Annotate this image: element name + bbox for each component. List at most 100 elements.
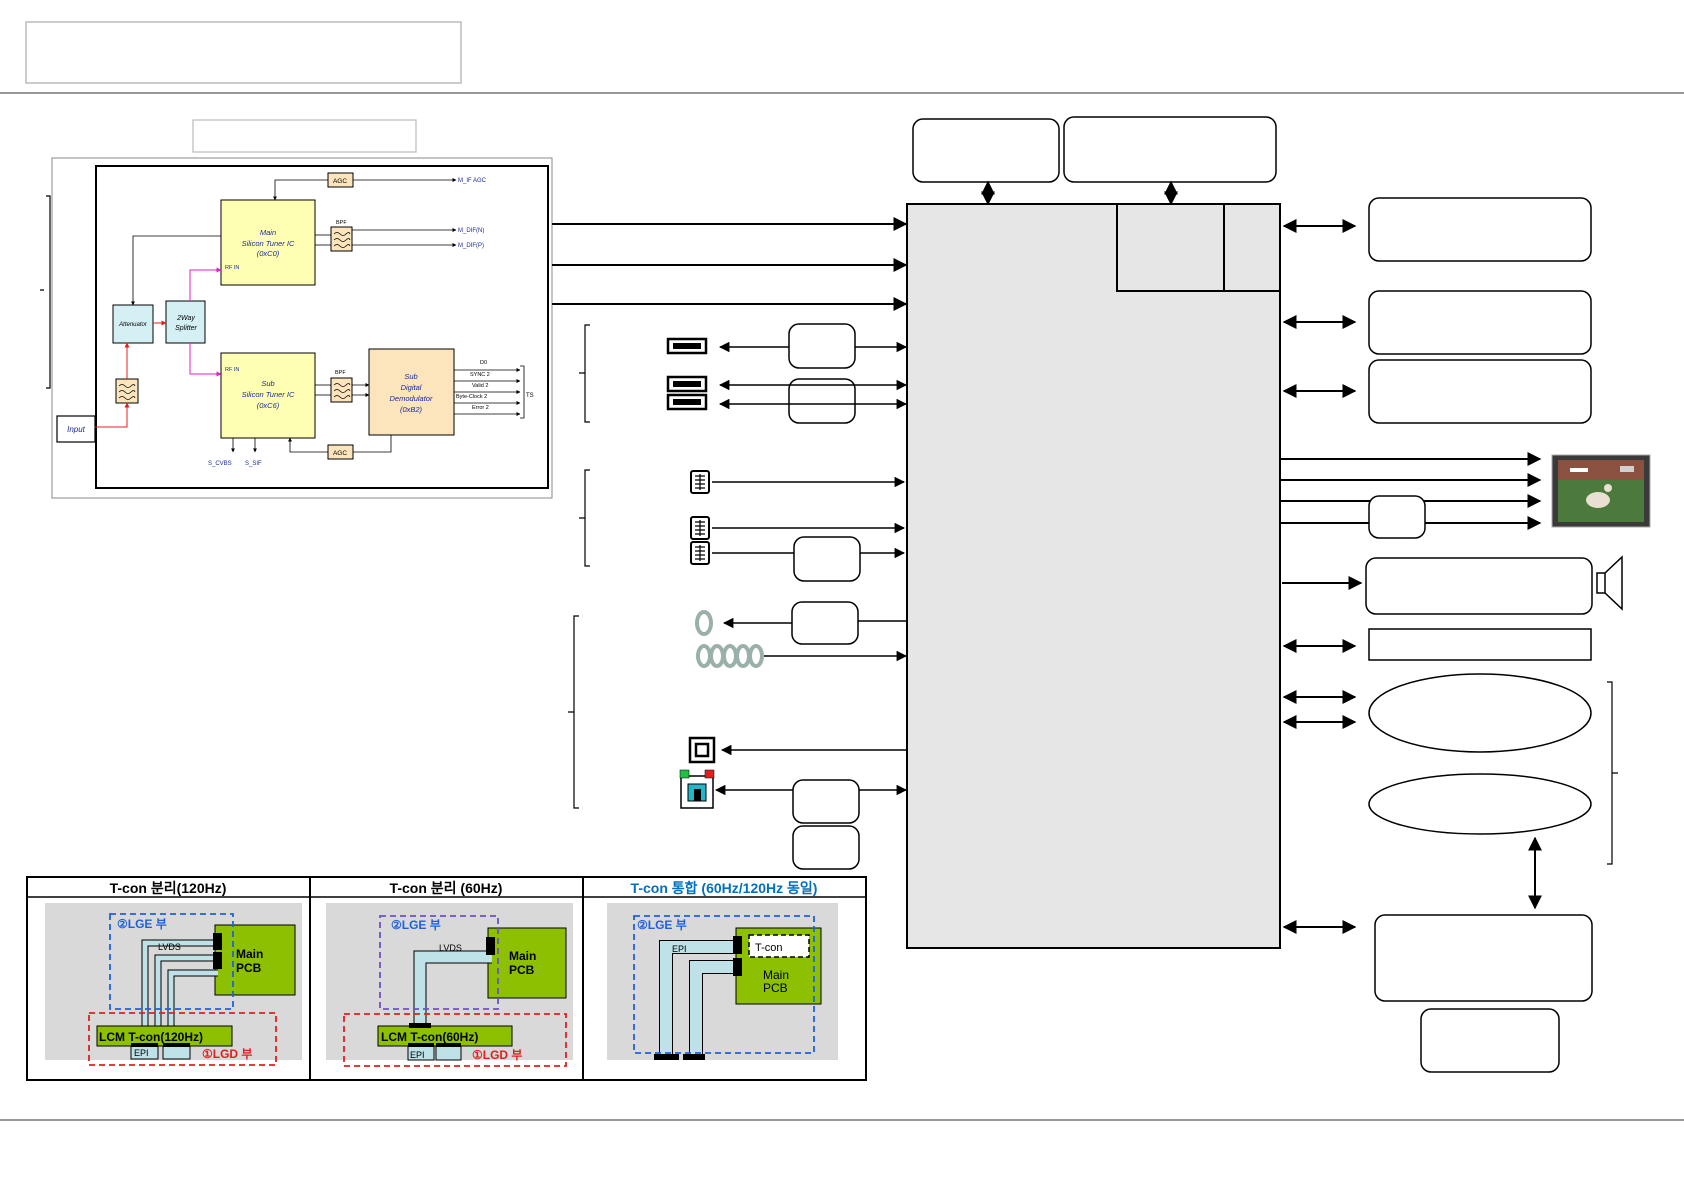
av-in-jack-5 xyxy=(748,644,764,668)
splitter-block xyxy=(165,300,206,344)
top-block-left xyxy=(912,118,1060,183)
valid2-label: Valid 2 xyxy=(472,383,488,389)
tuner-module-inner xyxy=(95,165,549,489)
p3-main-pcb-line1: Main xyxy=(763,968,789,982)
av-in-jack-4 xyxy=(735,644,751,668)
subtitle-box xyxy=(192,119,417,153)
right-block-3 xyxy=(1368,359,1592,424)
video-buffer xyxy=(1368,495,1426,539)
p1-lcm-label: LCM T-con(120Hz) xyxy=(99,1030,203,1044)
input-block xyxy=(56,415,96,443)
p3-epi-label: EPI xyxy=(672,944,687,954)
p2-lge-label: ②LGE 부 xyxy=(391,918,441,932)
p1-lvds-label: LVDS xyxy=(158,942,181,952)
speaker-icon xyxy=(1596,555,1623,611)
p3-lge-region xyxy=(633,915,815,1054)
rf-in-sub-label: RF IN xyxy=(225,367,239,373)
av-in-jack-1 xyxy=(696,644,712,668)
right-block-2 xyxy=(1368,290,1592,355)
main-tuner-line2: Silicon Tuner IC xyxy=(242,239,295,248)
agc-top-label: AGC xyxy=(333,178,347,185)
p2-epi-label: EPI xyxy=(410,1050,425,1060)
title-box xyxy=(25,21,462,84)
usb-bracket xyxy=(579,324,590,423)
byte-clock2-label: Byte-Clock 2 xyxy=(456,394,487,400)
p3-main-pcb-line2: PCB xyxy=(763,981,788,995)
p3-tcon-label: T-con xyxy=(755,942,783,954)
bpf-sub-label: BPF xyxy=(335,370,346,376)
right-thin-block xyxy=(1368,628,1592,661)
hdmi-switch xyxy=(793,536,861,582)
main-tuner-block xyxy=(220,199,316,286)
ellipse-bracket xyxy=(1607,681,1618,865)
p2-lcm-label: LCM T-con(60Hz) xyxy=(381,1030,478,1044)
right-block-bottom-small xyxy=(1420,1008,1560,1073)
av-out-jack xyxy=(695,610,713,636)
right-ellipse-2 xyxy=(1368,773,1592,835)
d0-label: D0 xyxy=(480,360,487,366)
tuner-bracket xyxy=(40,195,51,389)
s-sif-label: S_SIF xyxy=(245,461,262,467)
sub-demod-line4: (0xB2) xyxy=(400,405,423,414)
sub-demod-block xyxy=(368,348,455,436)
tcon-panel1-title: T-con 분리(120Hz) xyxy=(110,880,227,896)
av-in-jack-3 xyxy=(722,644,738,668)
sub-tuner-line2: Silicon Tuner IC xyxy=(242,390,295,399)
av-bracket xyxy=(568,615,579,809)
soc-sub-block xyxy=(1116,203,1281,292)
sub-tuner-block xyxy=(220,352,316,439)
service-buffer-2 xyxy=(792,825,860,870)
right-block-1 xyxy=(1368,197,1592,262)
splitter-line1: 2Way xyxy=(176,315,195,322)
s-cvbs-label: S_CVBS xyxy=(208,461,232,467)
p1-main-pcb-line2: PCB xyxy=(236,961,262,975)
attenuator-block xyxy=(112,304,154,344)
main-tuner-line3: (0xC0) xyxy=(257,249,280,258)
attenuator-label: Attenuator xyxy=(118,322,148,328)
audio-amp-block xyxy=(1365,557,1593,615)
rf-in-main-label: RF IN xyxy=(225,265,239,271)
sub-tuner-line1: Sub xyxy=(261,379,274,388)
sub-tuner-line3: (0xC6) xyxy=(257,401,280,410)
p2-lgd-region xyxy=(343,1013,567,1067)
p1-epi-label: EPI xyxy=(134,1048,149,1058)
bpf-main-label: BPF xyxy=(336,220,347,226)
p1-lge-label: ②LGE 부 xyxy=(117,917,167,931)
input-label: Input xyxy=(67,425,86,434)
service-buffer-1 xyxy=(792,779,860,824)
main-tuner-line1: Main xyxy=(260,228,276,237)
p2-lgd-label: ①LGD 부 xyxy=(472,1048,522,1062)
p1-lge-region xyxy=(109,913,234,1010)
splitter-line2: Splitter xyxy=(175,325,197,332)
p1-lgd-label: ①LGD 부 xyxy=(202,1047,252,1061)
m-if-agc-label: M_IF AGC xyxy=(458,178,487,184)
p3-lge-label: ②LGE 부 xyxy=(637,918,687,932)
right-block-bottom xyxy=(1374,914,1593,1002)
hdmi-bracket xyxy=(579,469,590,567)
ts-label: TS xyxy=(526,393,534,399)
p1-main-pcb-line1: Main xyxy=(236,947,263,961)
sync2-label: SYNC 2 xyxy=(470,372,490,378)
error2-label: Error 2 xyxy=(472,405,489,411)
p2-lge-region xyxy=(379,915,499,1010)
agc-bottom-label: AGC xyxy=(333,450,347,457)
right-ellipse-1 xyxy=(1368,673,1592,753)
m-dif-p-label: M_DIF(P) xyxy=(458,243,484,249)
m-dif-n-label: M_DIF(N) xyxy=(458,228,484,234)
soc-block xyxy=(906,203,1281,949)
usb-switch-1 xyxy=(788,323,856,369)
top-block-right xyxy=(1063,116,1277,183)
tcon-panel2-title: T-con 분리 (60Hz) xyxy=(390,880,503,896)
av-in-jack-2 xyxy=(709,644,725,668)
p2-lvds-label: LVDS xyxy=(439,943,462,953)
p1-lgd-region xyxy=(88,1012,277,1066)
p2-main-pcb-line2: PCB xyxy=(509,963,535,977)
sub-demod-line1: Sub xyxy=(404,372,417,381)
sub-demod-line2: Digital xyxy=(401,383,422,392)
p3-tcon-block xyxy=(748,934,810,958)
sub-demod-line3: Demodulator xyxy=(390,394,433,403)
p2-main-pcb-line1: Main xyxy=(509,949,536,963)
av-buffer xyxy=(791,601,859,645)
tcon-panel3-title: T-con 통합 (60Hz/120Hz 동일) xyxy=(631,880,818,896)
